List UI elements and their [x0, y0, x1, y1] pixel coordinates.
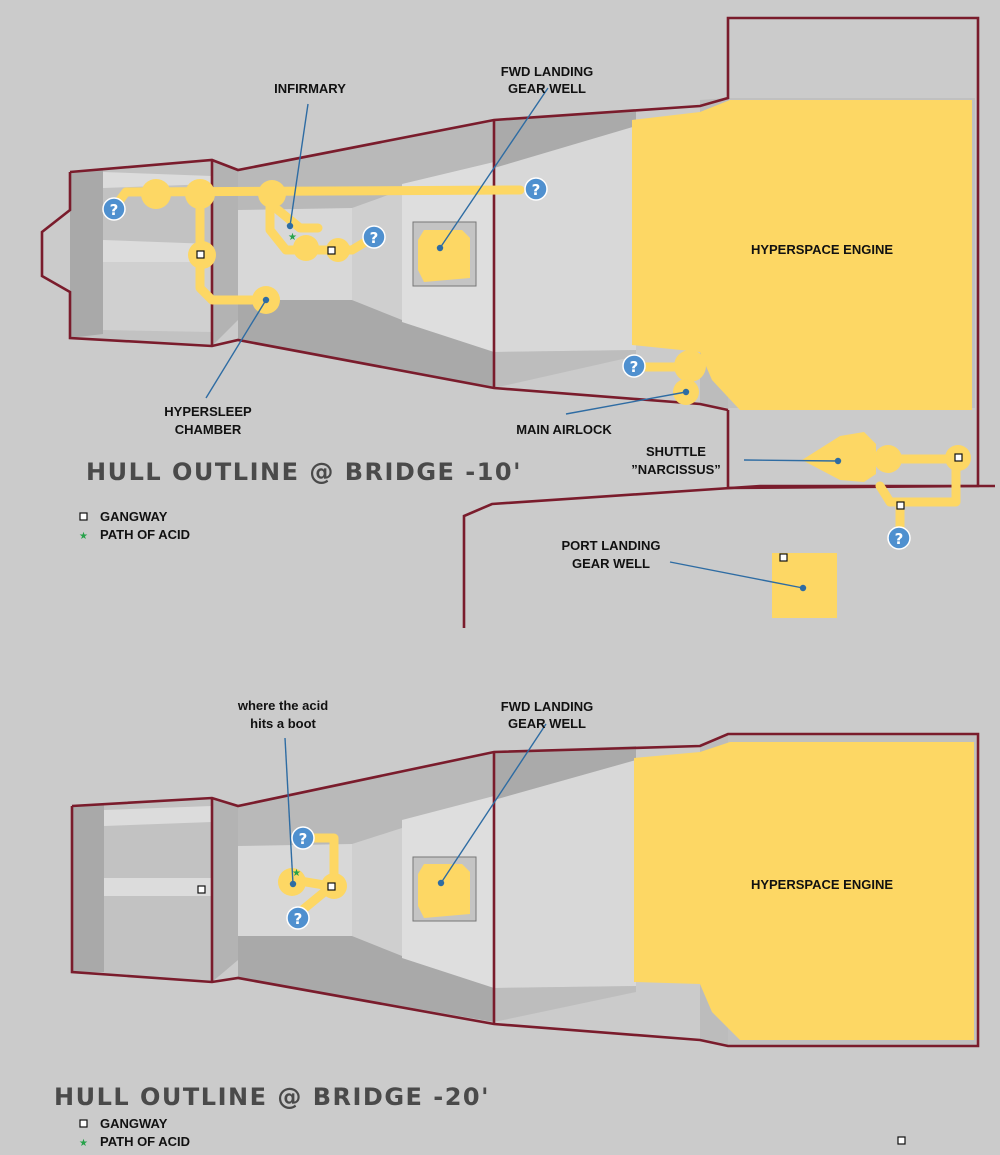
hyperspace-engine-block [632, 100, 972, 410]
deck-plan-bridge-minus-10: ★ ? ? ? ? ? INFIRMARY FWD LANDING GEAR W… [40, 16, 995, 628]
label-infirmary: INFIRMARY [274, 81, 346, 96]
unknown-marker[interactable]: ? [887, 526, 911, 550]
unknown-marker[interactable]: ? [524, 177, 548, 201]
svg-text:?: ? [895, 530, 904, 548]
svg-text:?: ? [370, 229, 379, 247]
label-hypersleep-line2: CHAMBER [175, 422, 242, 437]
gangway-markers [196, 246, 963, 562]
gangway-markers [197, 882, 906, 1145]
fwd-landing-gear-block [418, 864, 470, 918]
label-fwd-landing-gear-line2: GEAR WELL [508, 81, 586, 96]
legend-gangway: GANGWAY [100, 509, 168, 524]
acid-star-icon: ★ [292, 868, 301, 879]
legend-path-of-acid: PATH OF ACID [100, 527, 190, 542]
label-fwd-landing-gear-line2: GEAR WELL [508, 716, 586, 731]
svg-text:?: ? [299, 830, 308, 848]
label-port-landing-gear-line2: GEAR WELL [572, 556, 650, 571]
label-fwd-landing-gear-line1: FWD LANDING [501, 64, 593, 79]
leader-lines [284, 723, 547, 888]
acid-star-icon: ★ [79, 531, 88, 542]
fwd-landing-gear-block [418, 230, 470, 282]
svg-text:?: ? [630, 358, 639, 376]
label-acid-boot-line1: where the acid [237, 698, 328, 713]
label-main-airlock: MAIN AIRLOCK [516, 422, 612, 437]
diagram-title: HULL OUTLINE @ BRIDGE -20' [54, 1083, 490, 1111]
deck-plan-bridge-minus-20: ★ ? ? where the acid hits a boot FWD LAN… [54, 698, 980, 1149]
legend: GANGWAY ★ PATH OF ACID [79, 1116, 190, 1149]
unknown-marker[interactable]: ? [622, 354, 646, 378]
label-acid-boot-line2: hits a boot [250, 716, 316, 731]
shuttle-narcissus-block [802, 432, 876, 482]
svg-text:?: ? [532, 181, 541, 199]
diagram-title: HULL OUTLINE @ BRIDGE -10' [86, 458, 522, 486]
acid-star-icon: ★ [288, 232, 297, 243]
legend-path-of-acid: PATH OF ACID [100, 1134, 190, 1149]
label-hypersleep-line1: HYPERSLEEP [164, 404, 252, 419]
label-port-landing-gear-line1: PORT LANDING [562, 538, 661, 553]
label-fwd-landing-gear-line1: FWD LANDING [501, 699, 593, 714]
label-hyperspace-engine: HYPERSPACE ENGINE [751, 877, 893, 892]
label-shuttle-line1: SHUTTLE [646, 444, 706, 459]
hyperspace-engine-block [634, 742, 974, 1040]
unknown-marker[interactable]: ? [102, 197, 126, 221]
label-hyperspace-engine: HYPERSPACE ENGINE [751, 242, 893, 257]
svg-text:?: ? [294, 910, 303, 928]
unknown-marker[interactable]: ? [291, 826, 315, 850]
unknown-marker[interactable]: ? [362, 225, 386, 249]
legend: GANGWAY ★ PATH OF ACID [79, 509, 190, 542]
leader-lines [205, 87, 842, 592]
hull-outline [70, 732, 980, 1048]
acid-star-icon: ★ [79, 1138, 88, 1149]
label-shuttle-line2: ”NARCISSUS” [631, 462, 721, 477]
unknown-marker[interactable]: ? [286, 906, 310, 930]
svg-text:?: ? [110, 201, 119, 219]
legend-gangway: GANGWAY [100, 1116, 168, 1131]
